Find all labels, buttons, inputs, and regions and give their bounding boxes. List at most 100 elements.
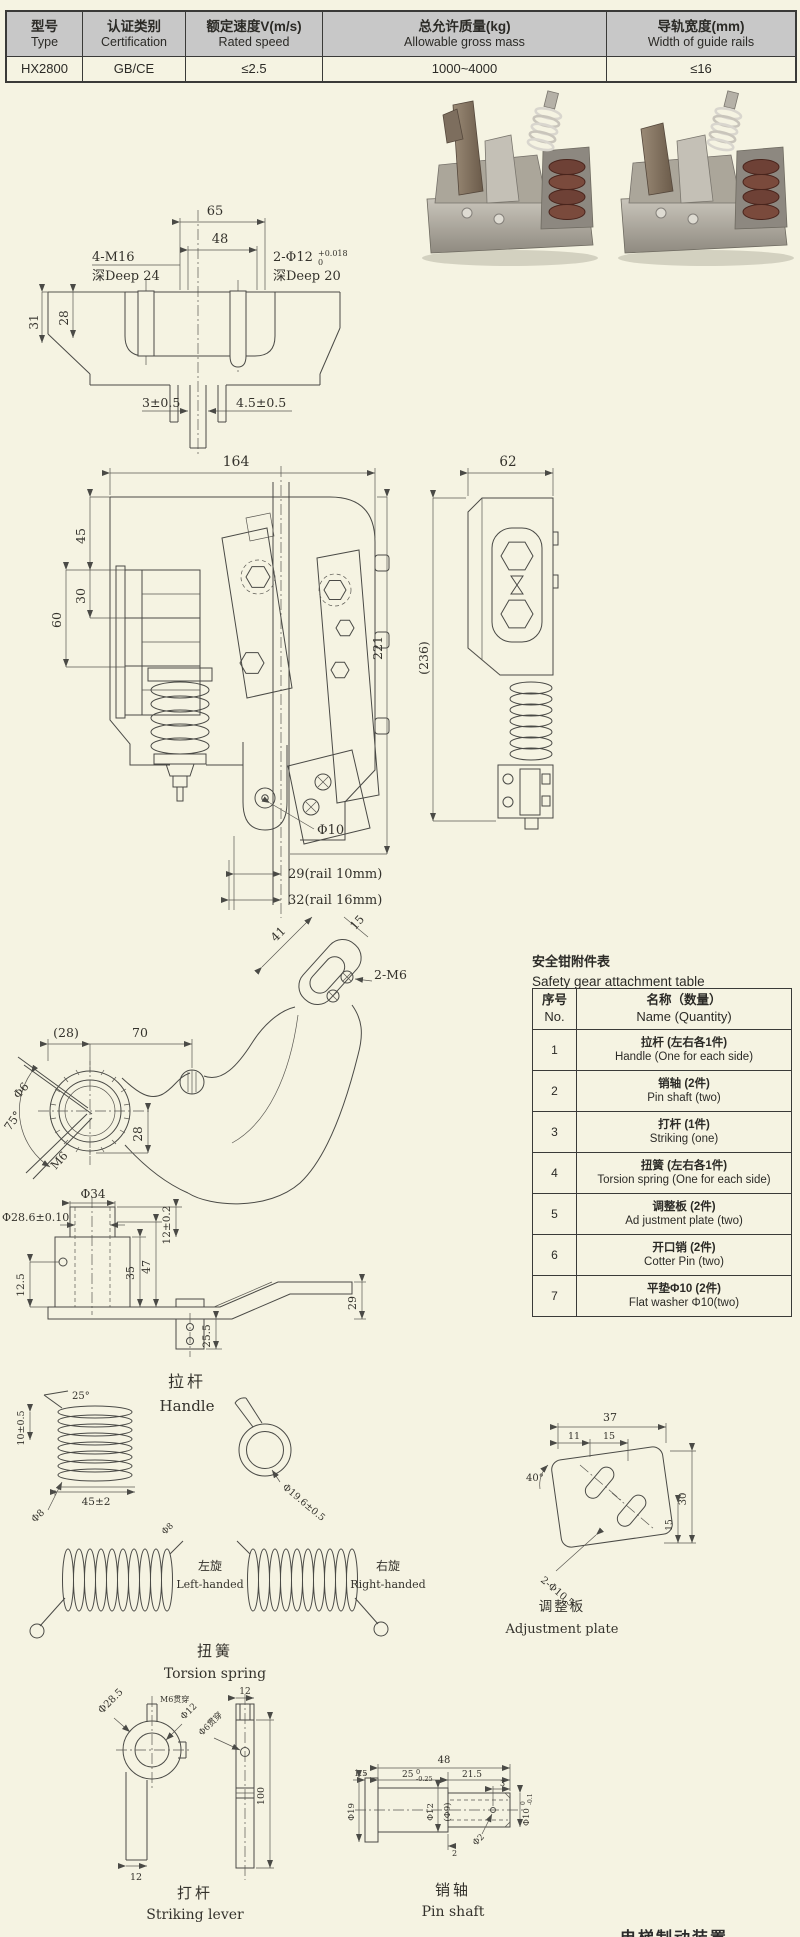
dim-handle-phi6: Φ6: [10, 1080, 31, 1102]
dim-221: 221: [370, 636, 385, 660]
handle-label-zh: 拉杆: [168, 1372, 206, 1391]
plate-label-zh: 调整板: [539, 1599, 586, 1615]
dim-spring-ring: Φ19.6±0.5: [280, 1482, 327, 1524]
dim-plate-15: 15: [603, 1431, 615, 1442]
dim-handle-m6: M6: [47, 1149, 70, 1173]
dim-deep24: 深Deep 24: [92, 269, 160, 284]
handle-side-dimensions: Φ34 Φ28.6±0.10 12.5 35 47 12±0.2 25: [2, 1187, 366, 1350]
dim-deep20: 深Deep 20: [273, 269, 341, 284]
section-body: [47, 290, 341, 449]
dim-65: 65: [207, 204, 224, 219]
dim-255: 25.5: [201, 1324, 213, 1347]
att-row1-no: 1: [551, 1042, 558, 1057]
dim-pin-phi2: Φ2: [471, 1832, 487, 1848]
front-view-dimensions: 164 45 30 60 221 Φ10 29(ra: [49, 454, 390, 910]
dim-phi286: Φ28.6±0.10: [2, 1211, 69, 1224]
photo-spring-right: [706, 90, 743, 152]
spec-header-rail: 导轨宽度(mm) Width of guide rails: [606, 12, 795, 57]
main-assembly-drawing: 164 45 30 60 221 Φ10 29(ra: [49, 454, 559, 918]
dim-handle-75deg: 75°: [1, 1108, 24, 1133]
section-dimensions: 65 48 4-M16 深Deep 24 2-Φ12 +0.018 0 深Dee…: [27, 204, 348, 414]
spring-label-zh: 扭簧: [197, 1642, 233, 1660]
dim-handle-2m6: 2-M6: [374, 967, 407, 982]
dim-60v: 60: [49, 612, 64, 628]
att-row4-no: 4: [551, 1165, 558, 1180]
attachment-row-name: 开口销 (2件) Cotter Pin (two): [576, 1234, 791, 1275]
spec-value-mass-text: 1000~4000: [431, 61, 498, 77]
dim-2phi12-tol-up: +0.018: [318, 249, 348, 258]
spec-header-rail-en: Width of guide rails: [647, 34, 755, 49]
dim-striker-phi6: Φ6贯穿: [196, 1710, 225, 1739]
side-spring: [509, 681, 553, 761]
dim-spring-phi8b: Φ8: [160, 1521, 176, 1537]
spring-left-label-en: Left-handed: [176, 1578, 243, 1591]
att-row7-no: 7: [551, 1288, 558, 1303]
striker-front-view: Φ28.5 M6贯穿 Φ12 12: [96, 1687, 199, 1883]
dim-handle-15: 15: [347, 912, 367, 932]
dim-handle-41: 41: [268, 924, 289, 945]
att-row2-zh: 销轴 (2件): [658, 1077, 710, 1090]
att-row6-no: 6: [551, 1247, 558, 1262]
pin-label-en: Pin shaft: [422, 1904, 485, 1920]
spec-header-mass-en: Allowable gross mass: [404, 34, 525, 49]
pin-label-zh: 销轴: [435, 1881, 471, 1899]
handle-top-dimensions: (28) 70 2-M6 41 15 Φ6 75° M6 28: [1, 912, 407, 1172]
dim-striker-100: 100: [256, 1787, 267, 1805]
spec-value-type: HX2800: [7, 57, 82, 81]
attachment-title-zh: 安全钳附件表: [532, 954, 611, 969]
att-row5-no: 5: [551, 1206, 558, 1221]
attachment-row-name: 拉杆 (左右各1件) Handle (One for each side): [576, 1029, 791, 1070]
dim-handle-28: 28: [131, 1126, 145, 1141]
dim-striker-m6: M6贯穿: [160, 1694, 189, 1704]
spring-top-coil: 25° 10±0.5 Φ8 45±2: [16, 1390, 135, 1525]
dim-125: 12.5: [15, 1273, 27, 1296]
photo-rollers-left: [548, 159, 586, 220]
dim-4m16: 4-M16: [92, 250, 135, 265]
pin-shaft-drawing: 48 1.5 25 0 -0.25 21.5 3 Φ19 Φ12 (Φ9) Φ1…: [347, 1755, 534, 1920]
plate-slot-1: [584, 1466, 615, 1499]
striker-side-view: 12 Φ6贯穿 100: [196, 1687, 274, 1880]
spec-value-rail: ≤16: [606, 57, 795, 81]
spec-header-rail-zh: 导轨宽度(mm): [657, 18, 745, 34]
att-header-name-en: Name (Quantity): [636, 1008, 732, 1024]
attachment-title-en: Safety gear attachment table: [532, 973, 705, 989]
dim-rail16: 32(rail 16mm): [288, 893, 382, 908]
dim-pin-phi19: Φ19: [347, 1803, 357, 1821]
left-lever: [221, 512, 293, 699]
att-row7-zh: 平垫Φ10 (2件): [647, 1282, 721, 1295]
dim-striker-phi12: Φ12: [179, 1702, 199, 1722]
dim-plate-11: 11: [568, 1431, 580, 1442]
dim-handle-70: 70: [132, 1025, 148, 1040]
spec-header-type-en: Type: [30, 34, 59, 49]
side-view-wedges: [500, 541, 534, 629]
dim-pin-25dn: -0.25: [416, 1775, 433, 1783]
handle-label-en: Handle: [160, 1397, 215, 1415]
dim-pin-phi10dn: -0.1: [527, 1793, 534, 1805]
dim-48: 48: [212, 232, 229, 247]
photo-device-left: [422, 90, 598, 266]
spec-value-speed-text: ≤2.5: [241, 61, 267, 77]
spec-header-mass-zh: 总允许质量(kg): [418, 18, 511, 34]
striker-label-zh: 打杆: [177, 1884, 213, 1902]
attachment-row-no: 6: [533, 1234, 576, 1275]
att-row3-no: 3: [551, 1124, 558, 1139]
spec-value-cert-text: GB/CE: [113, 61, 155, 77]
att-row6-zh: 开口销 (2件): [652, 1241, 716, 1254]
dim-30v: 30: [73, 588, 88, 604]
striker-label-en: Striking lever: [146, 1907, 244, 1923]
dim-pin-phi10: Φ10: [522, 1808, 532, 1826]
att-row5-en: Ad justment plate (two): [625, 1215, 743, 1227]
dim-164: 164: [223, 454, 250, 470]
footer-partial-text: 电梯制动装置: [620, 1924, 728, 1937]
att-row5-zh: 调整板 (2件): [652, 1200, 716, 1213]
dim-pin-phi12: Φ12: [426, 1803, 436, 1821]
dim-pin-phi10-group: Φ10 0 -0.1: [520, 1793, 534, 1826]
dim-45v: 45: [73, 528, 88, 544]
dim-plate-40deg: 40°: [526, 1473, 544, 1484]
spec-table: 型号 Type 认证类别 Certification 额定速度V(m/s) Ra…: [5, 10, 797, 83]
spec-header-type-zh: 型号: [31, 18, 58, 34]
brake-pad-stack: [115, 565, 201, 719]
front-view: 164 45 30 60 221 Φ10 29(ra: [49, 454, 390, 918]
spec-value-mass: 1000~4000: [322, 57, 606, 81]
dim-plate-30: 30: [678, 1493, 689, 1506]
